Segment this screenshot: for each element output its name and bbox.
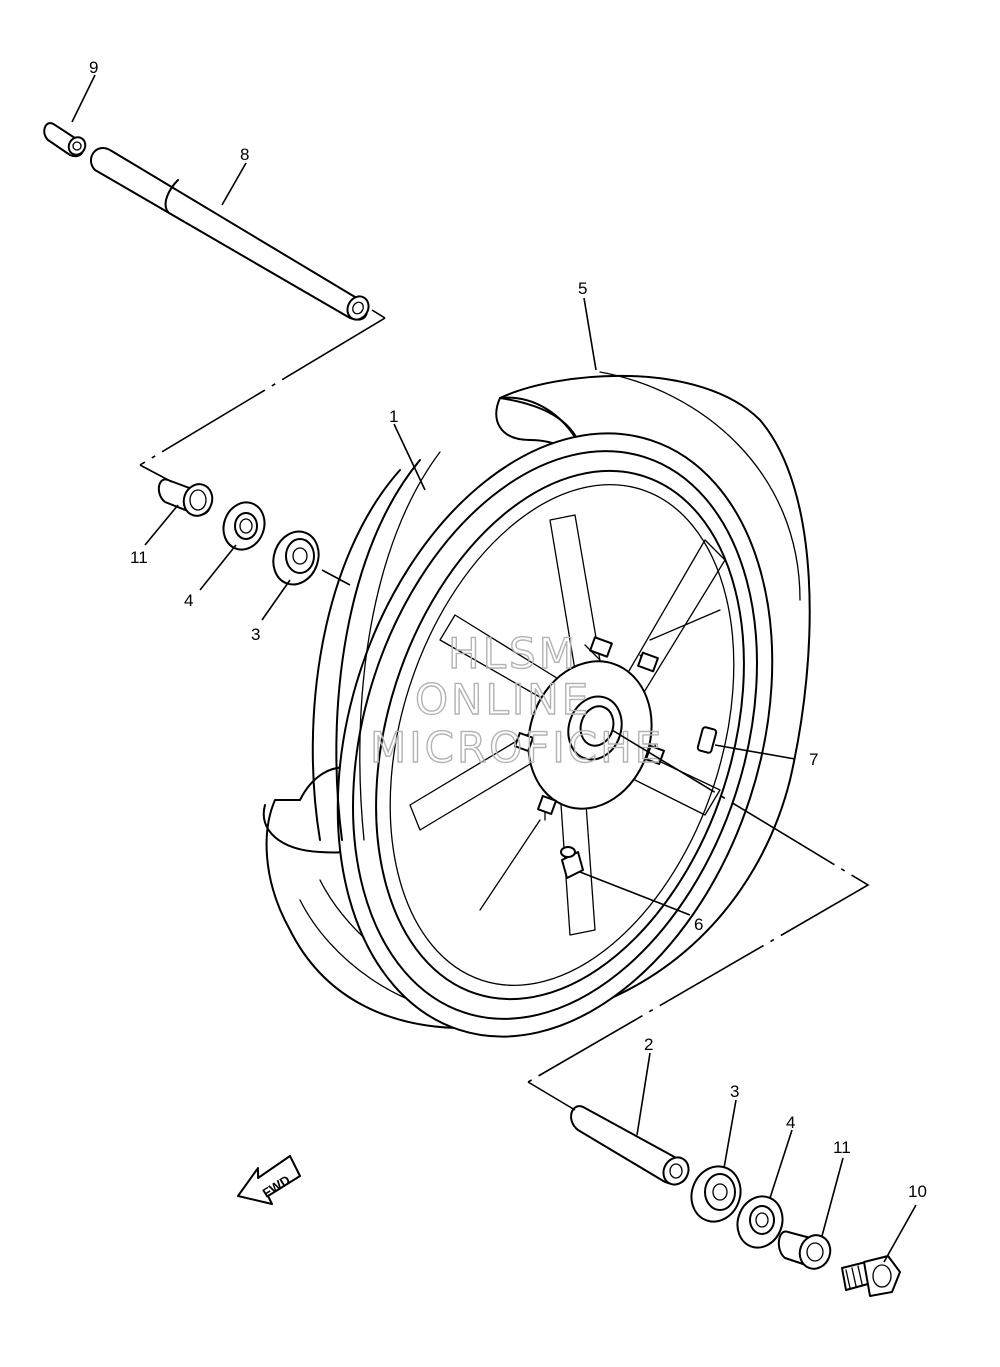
callout-11-right: 11 bbox=[833, 1138, 851, 1157]
callout-3-right: 3 bbox=[730, 1082, 739, 1101]
callout-6: 6 bbox=[694, 915, 703, 934]
callout-4-left: 4 bbox=[184, 591, 193, 610]
bearing-part-3-left[interactable] bbox=[266, 525, 326, 591]
oil-seal-part-4-left[interactable] bbox=[217, 497, 271, 556]
bearing-part-3-right[interactable] bbox=[684, 1159, 748, 1228]
callout-4-right: 4 bbox=[786, 1113, 795, 1132]
callout-labels: 9 8 5 1 11 4 3 7 6 2 3 4 11 10 bbox=[89, 58, 927, 1201]
wheel-rim-part-1[interactable] bbox=[264, 377, 846, 1093]
front-axle-part-8[interactable] bbox=[90, 147, 373, 323]
forward-direction-arrow: FWD bbox=[237, 1155, 301, 1205]
collar-part-11-right[interactable] bbox=[777, 1230, 835, 1273]
callout-7: 7 bbox=[809, 750, 818, 769]
watermark-line-1: HLSM bbox=[448, 629, 578, 678]
spacer-part-2[interactable] bbox=[570, 1105, 693, 1189]
axle-center-lines bbox=[139, 309, 870, 1111]
collar-part-9[interactable] bbox=[43, 122, 88, 158]
collar-part-11-left[interactable] bbox=[157, 478, 217, 519]
callout-5: 5 bbox=[578, 279, 587, 298]
watermark-line-3: MICROFICHE bbox=[370, 723, 664, 772]
callout-2: 2 bbox=[644, 1035, 653, 1054]
oil-seal-part-4-right[interactable] bbox=[730, 1190, 789, 1254]
balance-weight-part-7[interactable] bbox=[696, 726, 718, 754]
callout-11-left: 11 bbox=[130, 548, 148, 567]
watermark-line-2: ONLINE bbox=[415, 675, 591, 724]
callout-10: 10 bbox=[908, 1182, 927, 1201]
callout-9: 9 bbox=[89, 58, 98, 77]
axle-bolt-part-10[interactable] bbox=[841, 1255, 901, 1297]
callout-1: 1 bbox=[389, 407, 398, 426]
callout-3-left: 3 bbox=[251, 625, 260, 644]
valve-stem-part-6[interactable] bbox=[560, 846, 584, 879]
leader-lines bbox=[71, 74, 917, 1263]
callout-8: 8 bbox=[240, 145, 249, 164]
